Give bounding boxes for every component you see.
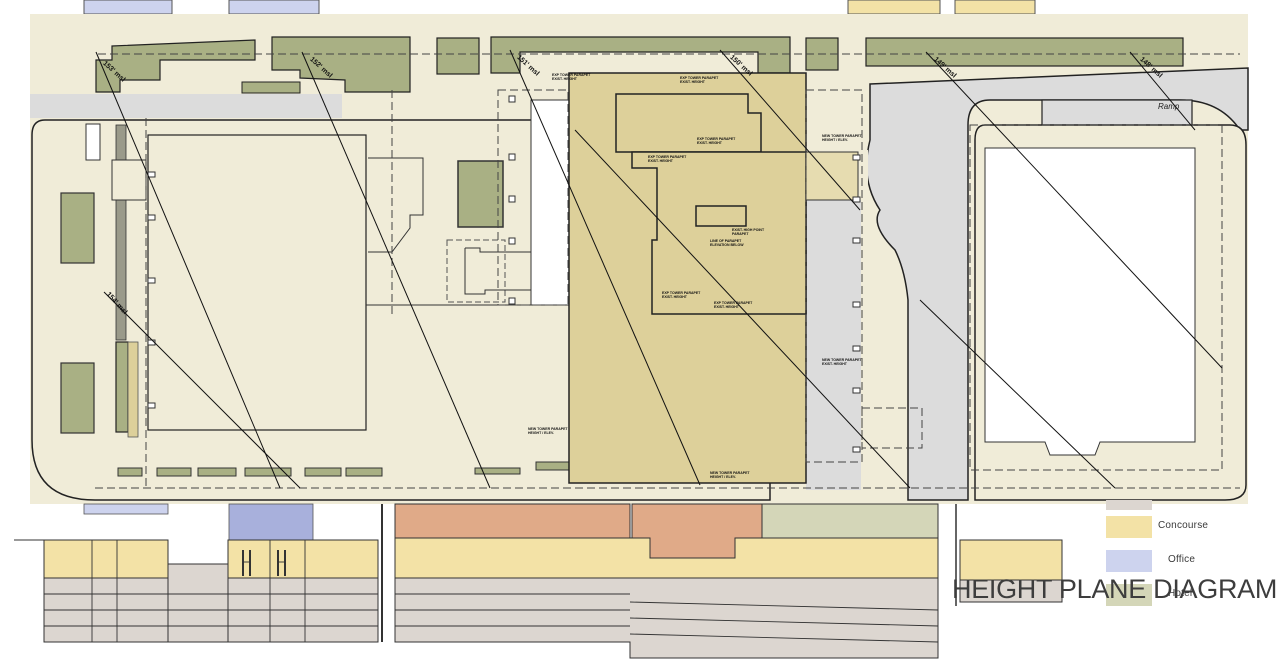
offsite-concourse-block-1 <box>847 0 941 15</box>
west-white-box <box>85 123 101 161</box>
offsite-office-block-2 <box>228 0 320 15</box>
offsite-office-block-1 <box>83 0 173 15</box>
west-vertical-rail <box>115 124 127 341</box>
legend-label-concourse: Concourse <box>1158 520 1209 531</box>
green-roof-ne <box>865 37 1184 67</box>
legend-item-office: Office <box>1106 550 1276 572</box>
west-green-strip <box>115 341 129 433</box>
central-green-square <box>457 160 504 228</box>
legend-label-office: Office <box>1168 554 1196 565</box>
tower-penthouse <box>695 205 747 227</box>
east-road <box>865 67 1249 501</box>
west-green-planter-1 <box>60 192 95 264</box>
west-building <box>147 134 367 431</box>
tower-upper-block <box>615 93 762 153</box>
green-roof-small <box>241 81 301 94</box>
south-green-strips <box>117 461 571 477</box>
column-markers <box>147 95 861 453</box>
contour-lines <box>95 49 1223 489</box>
section-view <box>14 503 1063 659</box>
legend-swatch-parking <box>1106 500 1152 510</box>
middle-service-road <box>806 200 861 490</box>
central-dashed-box <box>446 239 506 303</box>
north-road <box>30 94 342 118</box>
offsite-concourse-block-2 <box>954 0 1036 15</box>
east-courtyard <box>984 147 1196 456</box>
legend-swatch-concourse <box>1106 516 1152 538</box>
tower-east-annex <box>805 151 859 201</box>
legend-label-hotel: Hotel <box>1168 588 1193 599</box>
central-white-void <box>530 99 570 306</box>
green-roof-n3 <box>436 37 480 75</box>
legend-swatch-office <box>1106 550 1152 572</box>
west-entry-box <box>111 159 147 201</box>
diagram-title: HEIGHT PLANE DIAGRAM <box>952 574 1278 604</box>
legend-item-concourse: Concourse <box>1106 516 1276 538</box>
green-roof-n2 <box>271 36 411 93</box>
green-roof-nw <box>95 39 256 93</box>
legend-swatch-hotel <box>1106 584 1152 606</box>
central-inner-outline <box>464 247 531 295</box>
west-tan-strip <box>127 341 139 438</box>
ramp-label: Ramp <box>1158 102 1180 111</box>
green-roof-n4 <box>490 36 791 74</box>
west-green-planter-2 <box>60 362 95 434</box>
tower-stepped-block <box>631 151 807 315</box>
legend-item-hotel: Hotel <box>1106 584 1276 606</box>
